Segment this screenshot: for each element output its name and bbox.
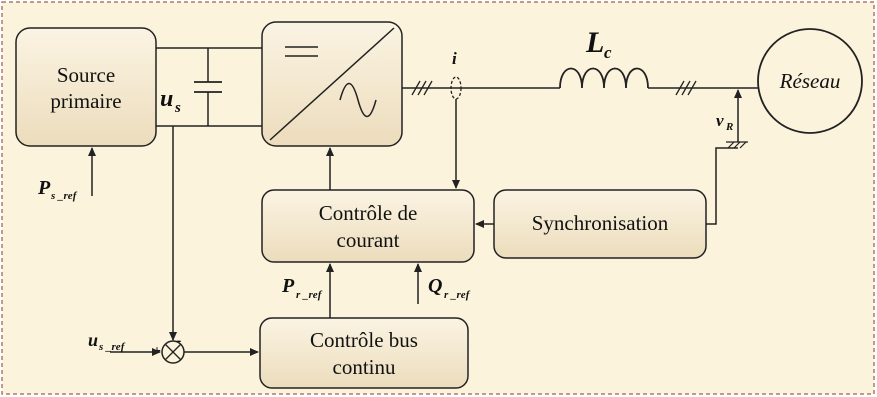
us-symbol: u bbox=[160, 86, 173, 112]
bus-label-line1: Contrôle bus bbox=[310, 328, 418, 352]
lc-symbol: L bbox=[585, 26, 604, 59]
summing-cross-b bbox=[164, 343, 182, 361]
usref-subscript: s _ref bbox=[98, 341, 126, 353]
three-phase-marker-right bbox=[675, 80, 697, 96]
us-subscript: s bbox=[174, 100, 181, 116]
reseau-label: Réseau bbox=[779, 69, 841, 93]
current-i-symbol: i bbox=[452, 49, 457, 68]
sync-label: Synchronisation bbox=[532, 211, 669, 235]
source-label-line1: Source bbox=[57, 63, 115, 87]
lc-subscript: c bbox=[604, 43, 612, 62]
three-phase-marker-left bbox=[411, 80, 433, 96]
vr-to-sync-line bbox=[706, 147, 738, 225]
courant-label-line2: courant bbox=[337, 228, 400, 252]
bus-label-line2: continu bbox=[333, 355, 396, 379]
source-primaire-block bbox=[15, 27, 157, 147]
ps-ref-symbol: P bbox=[37, 177, 51, 199]
ac-sine-icon bbox=[339, 82, 377, 118]
reseau-circle bbox=[757, 28, 863, 134]
pr-ref-subscript: r _ref bbox=[296, 289, 323, 301]
usref-symbol: u bbox=[88, 330, 98, 350]
qr-ref-symbol: Q bbox=[428, 275, 442, 297]
inductor-lc bbox=[559, 67, 649, 89]
qr-ref-subscript: r _ref bbox=[444, 289, 471, 301]
source-label-line2: primaire bbox=[50, 89, 121, 113]
pr-ref-symbol: P bbox=[281, 275, 295, 297]
ps-ref-subscript: s _ref bbox=[50, 190, 78, 202]
controle-courant-block bbox=[261, 189, 475, 263]
courant-label-line1: Contrôle de bbox=[319, 201, 418, 225]
controle-bus-block bbox=[259, 317, 469, 389]
vr-symbol: v bbox=[716, 111, 724, 130]
vr-subscript: R bbox=[725, 121, 733, 133]
ground-icon bbox=[726, 141, 748, 149]
sum-minus-sign: - bbox=[176, 332, 181, 349]
inverter-diagonal bbox=[269, 27, 395, 141]
